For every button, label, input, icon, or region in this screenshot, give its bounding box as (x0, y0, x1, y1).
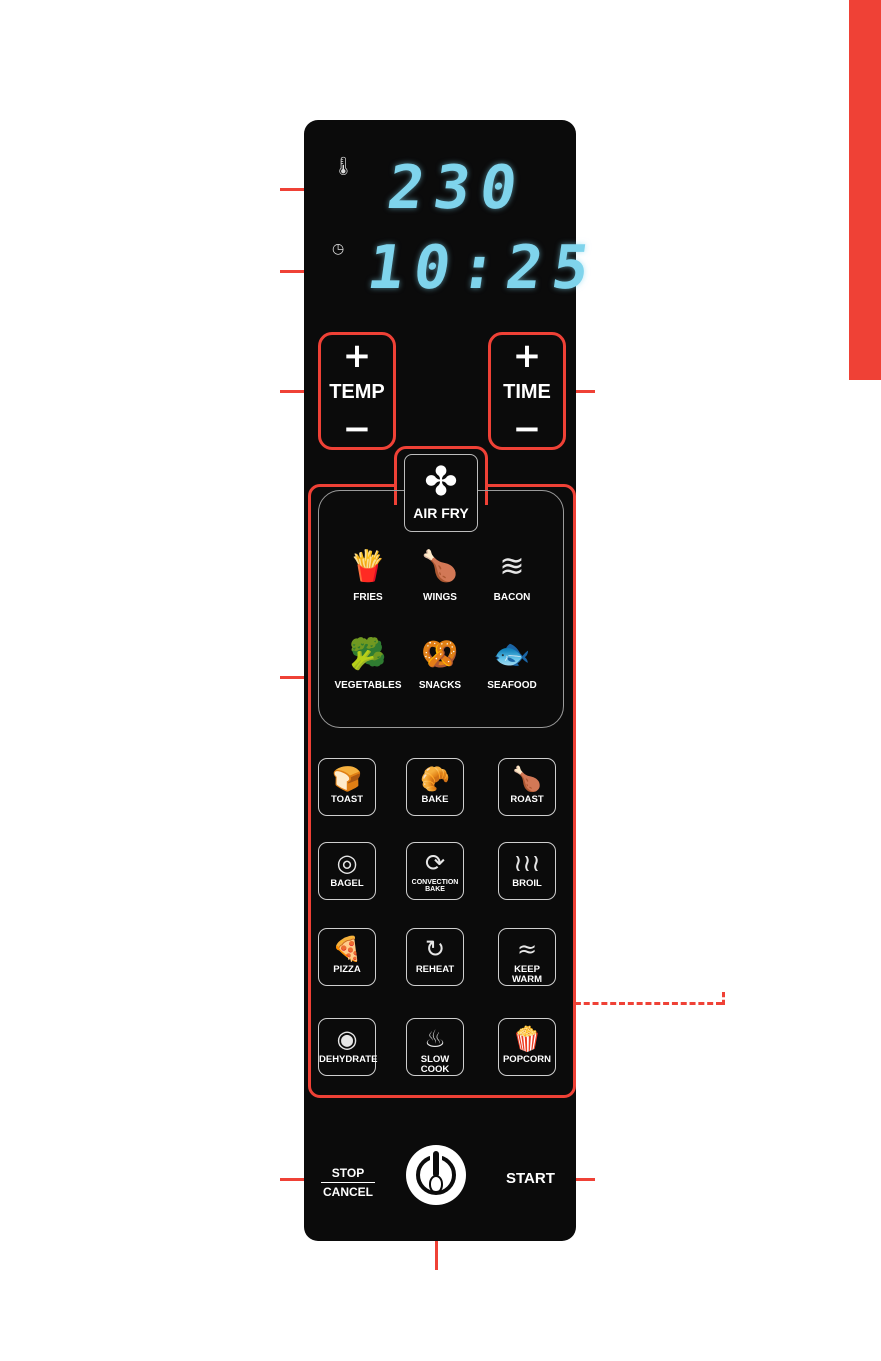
preset-bacon[interactable]: ≋ BACON (472, 548, 552, 603)
time-display: 10:25 (364, 236, 604, 300)
bacon-icon: ≋ (472, 548, 552, 586)
time-label: TIME (491, 381, 563, 404)
broil-button[interactable]: ≀≀≀ BROIL (498, 842, 556, 900)
toast-button[interactable]: 🍞 TOAST (318, 758, 376, 816)
popcorn-icon: 🍿 (499, 1023, 555, 1055)
air-fry-button[interactable]: ✤ AIR FRY (404, 454, 478, 532)
roast-chicken-icon: 🍗 (499, 763, 555, 795)
dehydrate-button[interactable]: ◉ DEHYDRATE (318, 1018, 376, 1076)
keep-warm-icon: ≈ (499, 933, 555, 965)
toast-icon: 🍞 (319, 763, 375, 795)
temp-control: + TEMP − (318, 332, 396, 450)
preset-wings[interactable]: 🍗 WINGS (400, 548, 480, 603)
preset-vegetables[interactable]: 🥦 VEGETABLES (328, 636, 408, 691)
convection-icon: ⟳ (407, 847, 463, 879)
temp-down-button[interactable]: − (321, 415, 393, 443)
fries-icon: 🍟 (328, 548, 408, 586)
dehydrate-icon: ◉ (319, 1023, 375, 1055)
roast-button[interactable]: 🍗 ROAST (498, 758, 556, 816)
temp-up-button[interactable]: + (321, 339, 393, 373)
pizza-button[interactable]: 🍕 PIZZA (318, 928, 376, 986)
clock-icon: ◷ (332, 242, 344, 256)
air-fry-label: AIR FRY (405, 505, 477, 521)
thermometer-icon: 🌡 (332, 158, 355, 176)
vegetables-icon: 🥦 (328, 636, 408, 674)
drumstick-icon: 🍗 (400, 548, 480, 586)
broil-icon: ≀≀≀ (499, 847, 555, 879)
control-panel: 🌡 230 ◷ 10:25 + TEMP − + TIME − ✤ AIR FR… (304, 120, 576, 1241)
side-tab (849, 0, 881, 380)
preset-seafood[interactable]: 🐟 SEAFOOD (472, 636, 552, 691)
cancel-label: CANCEL (317, 1185, 379, 1199)
convection-bake-button[interactable]: ⟳ CONVECTION BAKE (406, 842, 464, 900)
pot-icon: ♨ (407, 1023, 463, 1055)
reheat-button[interactable]: ↻ REHEAT (406, 928, 464, 986)
slow-cook-button[interactable]: ♨ SLOW COOK (406, 1018, 464, 1076)
temperature-display: 230 (384, 156, 531, 220)
stop-cancel-divider (321, 1182, 375, 1183)
time-down-button[interactable]: − (491, 415, 563, 443)
pizza-icon: 🍕 (319, 933, 375, 965)
bagel-icon: ◎ (319, 847, 375, 879)
reheat-icon: ↻ (407, 933, 463, 965)
fish-icon: 🐟 (472, 636, 552, 674)
callout-keep-warm-dashed-end (722, 992, 725, 1005)
temp-label: TEMP (321, 381, 393, 404)
snacks-icon: 🥨 (400, 636, 480, 674)
popcorn-button[interactable]: 🍿 POPCORN (498, 1018, 556, 1076)
stop-label: STOP (317, 1166, 379, 1180)
preset-snacks[interactable]: 🥨 SNACKS (400, 636, 480, 691)
croissant-icon: 🥐 (407, 763, 463, 795)
time-up-button[interactable]: + (491, 339, 563, 373)
whisk-head-icon (429, 1175, 443, 1193)
time-control: + TIME − (488, 332, 566, 450)
preset-fries[interactable]: 🍟 FRIES (328, 548, 408, 603)
bake-button[interactable]: 🥐 BAKE (406, 758, 464, 816)
bagel-button[interactable]: ◎ BAGEL (318, 842, 376, 900)
power-whisk-icon (433, 1151, 439, 1177)
keep-warm-button[interactable]: ≈ KEEP WARM (498, 928, 556, 986)
power-button[interactable] (406, 1145, 466, 1205)
start-button[interactable]: START (506, 1170, 555, 1187)
stop-cancel-button[interactable]: STOP CANCEL (317, 1166, 379, 1199)
fan-icon: ✤ (405, 459, 477, 505)
